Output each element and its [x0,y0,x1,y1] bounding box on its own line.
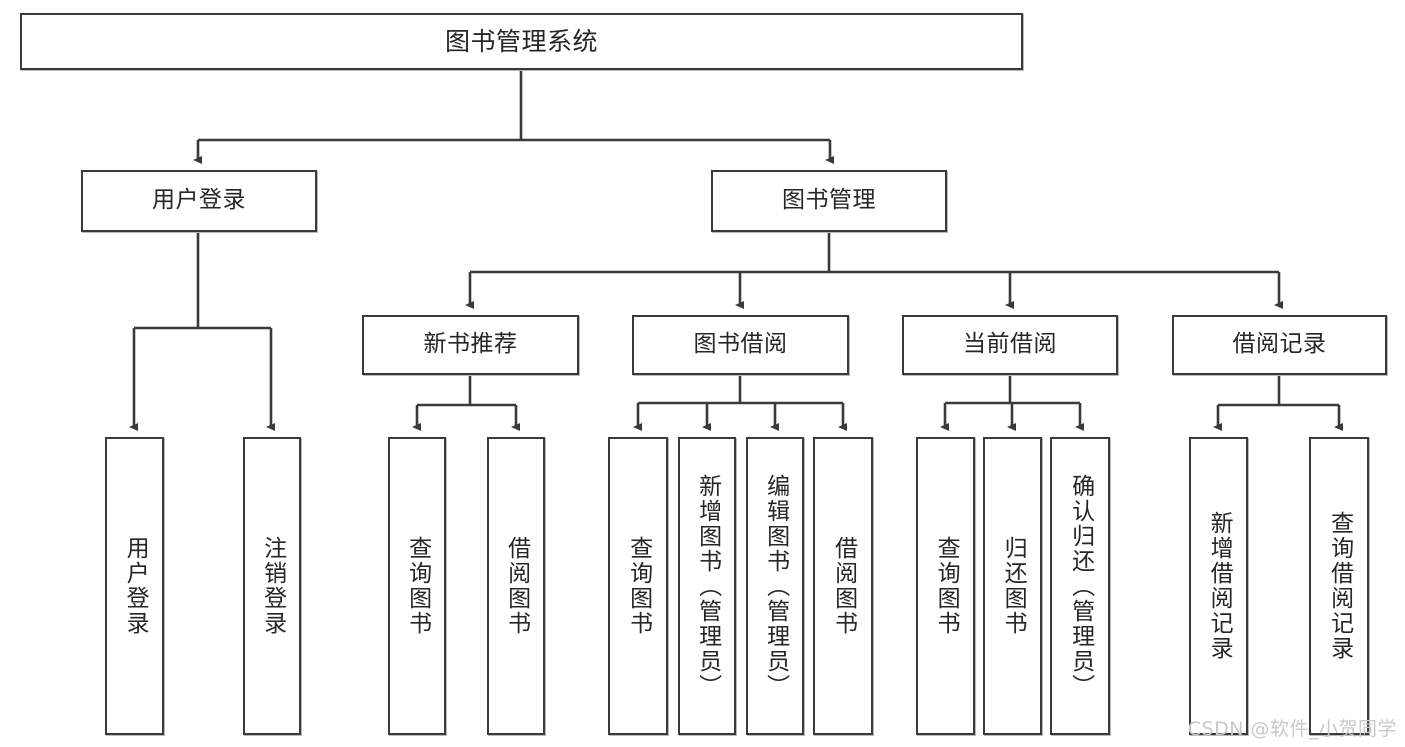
leaf-node-logout-login[interactable]: 注销登录 [243,437,301,735]
leaf-node-query-book-current[interactable]: 查询图书 [916,437,975,735]
node-label: 新书推荐 [423,331,518,358]
leaf-node-add-borrow-record[interactable]: 新增借阅记录 [1189,437,1248,735]
node-label: 当前借阅 [963,331,1057,358]
node-label: 新增图书（管理员） [694,473,721,699]
node-borrow-record[interactable]: 借阅记录 [1172,315,1387,375]
leaf-node-borrow-book[interactable]: 借阅图书 [813,437,873,735]
node-label: 查询图书 [933,536,960,636]
leaf-node-edit-book-admin[interactable]: 编辑图书（管理员） [746,437,804,735]
node-label: 图书管理 [782,187,876,214]
node-label: 注销登录 [259,536,286,636]
node-book-management[interactable]: 图书管理 [711,170,947,232]
node-label: 查询借阅记录 [1326,511,1353,661]
node-user-login[interactable]: 用户登录 [81,170,317,232]
node-label: 图书管理系统 [444,26,598,56]
leaf-node-return-book[interactable]: 归还图书 [983,437,1042,735]
node-label: 编辑图书（管理员） [762,473,789,699]
node-label: 查询图书 [625,536,652,636]
csdn-watermark: CSDN @软件_小贺同学 [1187,718,1397,740]
node-label: 归还图书 [1000,536,1027,636]
leaf-node-confirm-return-admin[interactable]: 确认归还（管理员） [1050,437,1110,735]
node-label: 查询图书 [404,536,431,636]
leaf-node-add-book-admin[interactable]: 新增图书（管理员） [678,437,736,735]
node-root-book-management-system[interactable]: 图书管理系统 [20,13,1023,70]
node-label: 借阅图书 [830,536,857,636]
node-new-book-recommend[interactable]: 新书推荐 [362,315,579,375]
node-label: 用户登录 [152,187,246,214]
leaf-node-query-borrow-record[interactable]: 查询借阅记录 [1309,437,1369,735]
node-label: 借阅图书 [503,536,530,636]
node-label: 确认归还（管理员） [1067,473,1094,699]
node-book-borrow[interactable]: 图书借阅 [632,315,849,375]
node-label: 新增借阅记录 [1206,511,1233,661]
leaf-node-query-book-borrow[interactable]: 查询图书 [608,437,668,735]
node-label: 借阅记录 [1232,331,1327,358]
node-label: 图书借阅 [693,331,788,358]
node-current-borrow[interactable]: 当前借阅 [902,315,1118,375]
leaf-node-user-login[interactable]: 用户登录 [105,437,164,735]
node-label: 用户登录 [122,536,149,636]
leaf-node-borrow-book-new-recommend[interactable]: 借阅图书 [487,437,545,735]
leaf-node-query-book-new-recommend[interactable]: 查询图书 [388,437,446,735]
